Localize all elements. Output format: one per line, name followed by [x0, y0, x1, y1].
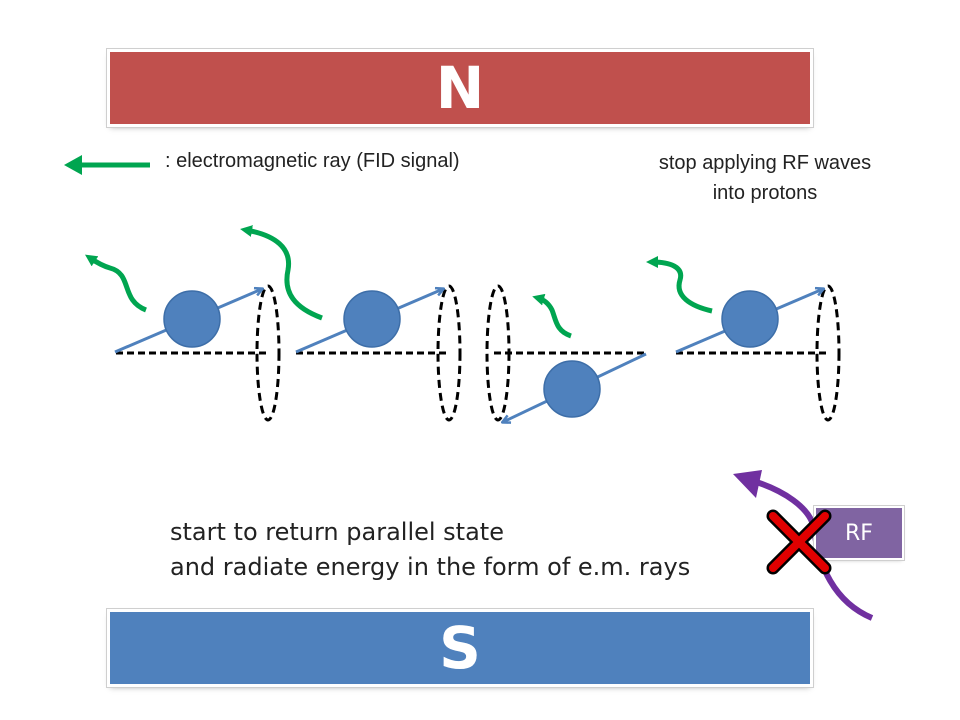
precession-ellipse: [436, 284, 462, 422]
em-ray-arrow: [646, 256, 713, 314]
proton-sphere: [343, 290, 401, 348]
em-ray-arrow: [532, 293, 572, 339]
cross-mark-icon: [766, 509, 832, 575]
south-pole-label: S: [439, 614, 481, 682]
legend-text: : electromagnetic ray (FID signal): [165, 150, 460, 172]
rf-label: RF: [845, 520, 873, 546]
proton-3: [485, 284, 648, 422]
em-ray-arrow: [240, 225, 323, 321]
precession-ellipse: [815, 284, 841, 422]
rf-note-line2: into protons: [712, 182, 818, 204]
proton-1: [85, 254, 281, 422]
proton-sphere: [721, 290, 779, 348]
north-pole-label: N: [435, 54, 485, 122]
proton-sphere: [163, 290, 221, 348]
em-ray-arrow: [85, 254, 148, 313]
proton-sphere: [543, 360, 601, 418]
south-pole-bar: S: [110, 612, 810, 684]
rf-note-line1: stop applying RF waves: [658, 152, 872, 174]
proton-2: [240, 225, 462, 422]
caption-line1: start to return parallel state: [170, 518, 504, 546]
precession-ellipse: [255, 284, 281, 422]
north-pole-bar: N: [110, 52, 810, 124]
legend-ray-icon: [64, 155, 150, 175]
caption-line2: and radiate energy in the form of e.m. r…: [170, 553, 691, 581]
proton-4: [646, 256, 841, 422]
